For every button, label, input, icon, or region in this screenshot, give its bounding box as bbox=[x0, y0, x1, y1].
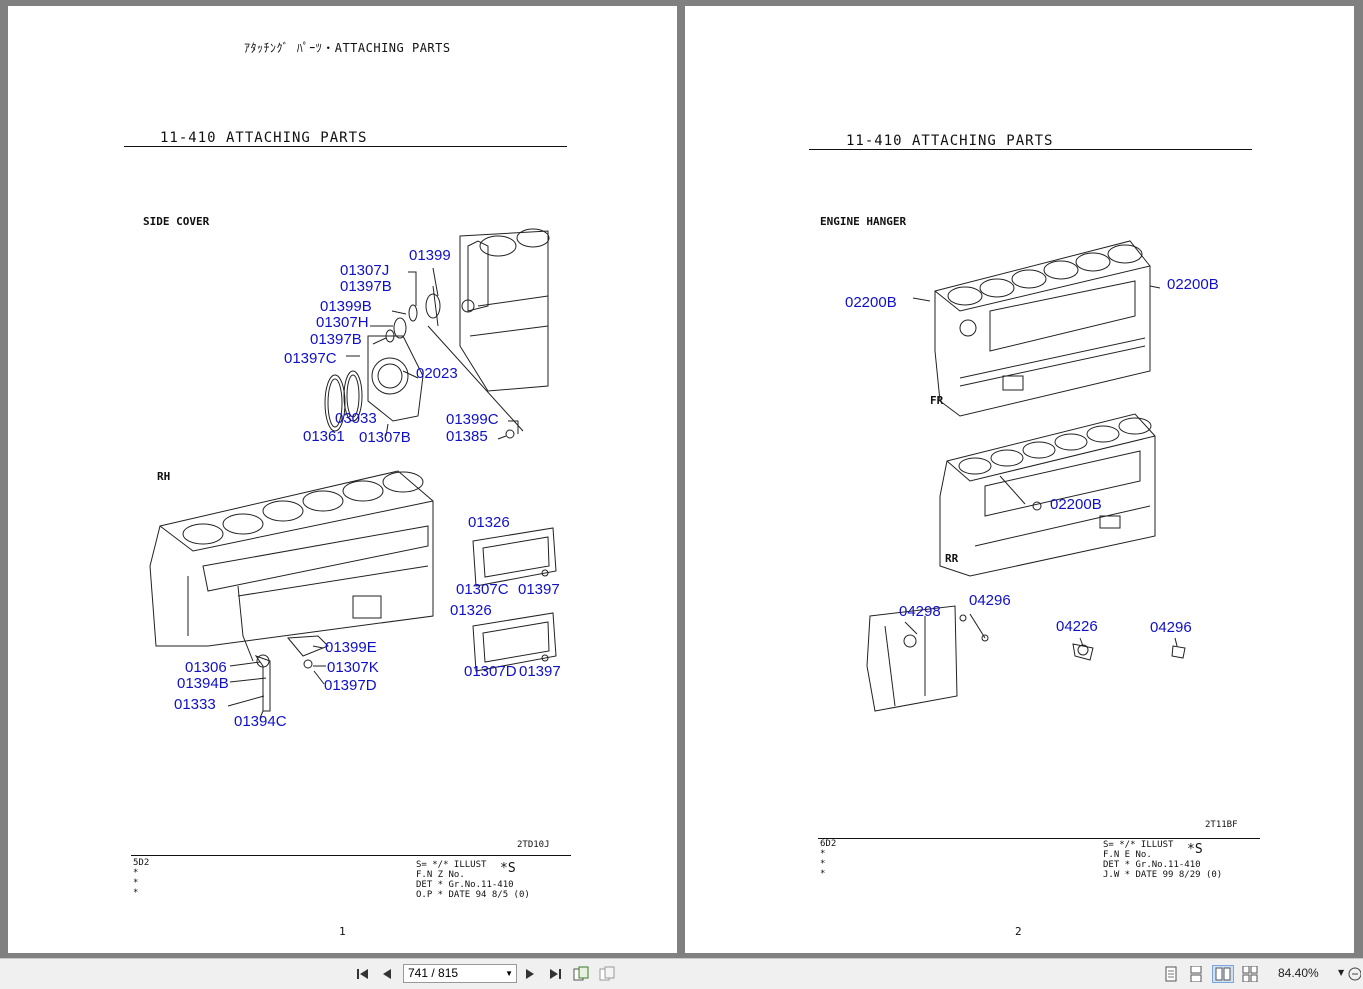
callout-01307b: 01307B bbox=[359, 429, 411, 446]
sub-title: SIDE COVER bbox=[143, 215, 210, 228]
callout-01307j: 01307J bbox=[340, 262, 390, 279]
drawing-code: 2TD10J bbox=[517, 840, 550, 850]
callout-01397d: 01397D bbox=[324, 677, 377, 694]
drawing-code: 2T11BF bbox=[1205, 820, 1238, 830]
callout-02023: 02023 bbox=[416, 365, 458, 382]
section-title: 11-410 ATTACHING PARTS bbox=[160, 130, 368, 146]
callout-01306: 01306 bbox=[185, 659, 227, 676]
zoom-out-icon[interactable] bbox=[1347, 965, 1361, 983]
pdf-page-left: ｱﾀｯﾁﾝｸﾞ ﾊﾟｰﾂ・ATTACHING PARTS 11-410 ATTA… bbox=[8, 6, 677, 953]
callout-01397-2: 01397 bbox=[519, 663, 561, 680]
callout-01394b: 01394B bbox=[177, 675, 229, 692]
page-number: 1 bbox=[339, 925, 346, 938]
pdf-page-right: 11-410 ATTACHING PARTS ENGINE HANGER FR … bbox=[685, 6, 1354, 953]
engine-hanger-drawing bbox=[866, 240, 1186, 712]
footer-left-col: 5D2*** bbox=[133, 858, 150, 898]
page-number-input[interactable]: 741 / 815▼ bbox=[403, 964, 517, 983]
callout-01394c: 01394C bbox=[234, 713, 287, 730]
callout-02200b-rr: 02200B bbox=[1050, 496, 1102, 513]
callout-01361: 01361 bbox=[303, 428, 345, 445]
two-page-view-icon[interactable] bbox=[1212, 965, 1234, 983]
footer-star-s: *S bbox=[500, 861, 516, 876]
callout-01307d: 01307D bbox=[464, 663, 517, 680]
page-top-header: ｱﾀｯﾁﾝｸﾞ ﾊﾟｰﾂ・ATTACHING PARTS bbox=[244, 41, 451, 55]
callout-01326-2: 01326 bbox=[450, 602, 492, 619]
callout-02200b-right: 02200B bbox=[1167, 276, 1219, 293]
side-cover-drawing bbox=[149, 228, 557, 719]
callout-01397: 01397 bbox=[518, 581, 560, 598]
zoom-dropdown-icon[interactable]: ▼ bbox=[1338, 968, 1345, 977]
callout-01307h: 01307H bbox=[316, 314, 369, 331]
section-title: 11-410 ATTACHING PARTS bbox=[846, 133, 1054, 149]
section-rule bbox=[124, 146, 567, 147]
single-page-view-icon[interactable] bbox=[1162, 965, 1180, 983]
view-label-rr: RR bbox=[945, 552, 959, 565]
callout-01399c: 01399C bbox=[446, 411, 499, 428]
first-page-icon[interactable] bbox=[354, 965, 372, 983]
callout-02200b-left: 02200B bbox=[845, 294, 897, 311]
callout-01399: 01399 bbox=[409, 247, 451, 264]
callout-04298: 04298 bbox=[899, 603, 941, 620]
callout-01399e: 01399E bbox=[325, 639, 377, 656]
callout-01397b-2: 01397B bbox=[310, 331, 362, 348]
continuous-view-icon[interactable] bbox=[1187, 965, 1205, 983]
footer-rule bbox=[131, 855, 571, 856]
callout-04296-2: 04296 bbox=[1150, 619, 1192, 636]
callout-01307c: 01307C bbox=[456, 581, 509, 598]
callout-01326: 01326 bbox=[468, 514, 510, 531]
callout-04226: 04226 bbox=[1056, 618, 1098, 635]
page-number: 2 bbox=[1015, 925, 1022, 938]
section-rule bbox=[809, 149, 1252, 150]
sub-title: ENGINE HANGER bbox=[820, 215, 907, 228]
callout-01397c: 01397C bbox=[284, 350, 337, 367]
chevron-down-icon[interactable]: ▼ bbox=[505, 969, 513, 978]
viewer-toolbar: 741 / 815▼ 84.40% ▼ bbox=[0, 958, 1363, 989]
callout-01333: 01333 bbox=[174, 696, 216, 713]
two-page-continuous-icon[interactable] bbox=[1241, 965, 1259, 983]
view-label-rh: RH bbox=[157, 470, 171, 483]
footer-star-s: *S bbox=[1187, 842, 1203, 857]
fit-page-icon[interactable] bbox=[572, 965, 590, 983]
callout-01399b: 01399B bbox=[320, 298, 372, 315]
footer-rule bbox=[818, 838, 1260, 839]
callout-01385: 01385 bbox=[446, 428, 488, 445]
callout-01307k: 01307K bbox=[327, 659, 379, 676]
callout-04296: 04296 bbox=[969, 592, 1011, 609]
fit-width-icon[interactable] bbox=[598, 965, 616, 983]
next-page-icon[interactable] bbox=[521, 965, 539, 983]
callout-03033: 03033 bbox=[335, 410, 377, 427]
last-page-icon[interactable] bbox=[546, 965, 564, 983]
callout-01397b: 01397B bbox=[340, 278, 392, 295]
footer-left-col: 6D2*** bbox=[820, 839, 837, 879]
prev-page-icon[interactable] bbox=[378, 965, 396, 983]
zoom-level[interactable]: 84.40% bbox=[1278, 966, 1319, 980]
